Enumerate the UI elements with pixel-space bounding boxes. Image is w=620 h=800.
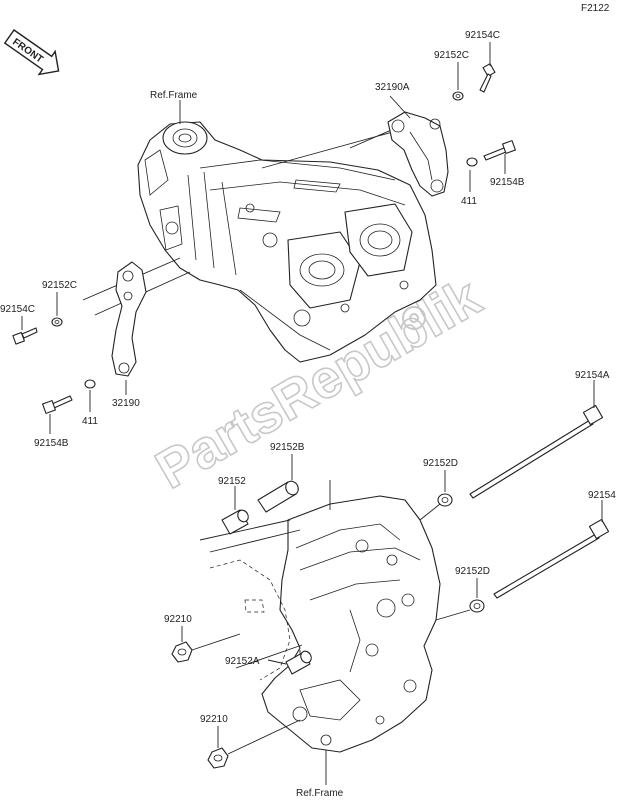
nut-92210-bottom xyxy=(207,747,229,769)
callout-92210-top: 92210 xyxy=(164,614,192,625)
callout-32190: 32190 xyxy=(112,398,140,409)
callout-ref-frame-bottom: Ref.Frame xyxy=(296,788,344,799)
callout-ref-frame-top: Ref.Frame xyxy=(150,90,198,101)
callout-92152A: 92152A xyxy=(225,656,260,667)
diagram-code: F2122 xyxy=(581,3,610,14)
callout-411-left: 411 xyxy=(82,416,98,427)
bolt-92154B-left xyxy=(42,395,73,414)
callout-32190A: 32190A xyxy=(375,82,410,93)
long-bolt-92154A xyxy=(469,404,604,499)
spacer-92152D-top xyxy=(437,493,453,507)
bolt-92154B-right xyxy=(483,140,516,161)
nut-92210-top xyxy=(171,641,193,663)
main-frame xyxy=(137,121,437,363)
collar-92152 xyxy=(221,509,249,535)
bolt-92154C-top xyxy=(479,63,496,93)
collar-92152A xyxy=(285,650,312,675)
collar-92152B xyxy=(257,480,299,513)
callout-92152B: 92152B xyxy=(270,442,305,453)
front-arrow-icon: FRONT xyxy=(3,29,60,76)
washer-92152C-top xyxy=(452,91,464,101)
assembly-line-left-lower xyxy=(235,644,303,669)
callout-92154: 92154 xyxy=(588,490,616,501)
callout-92210-bottom: 92210 xyxy=(200,714,228,725)
callout-92154A: 92154A xyxy=(575,370,610,381)
spacer-92152D-bottom xyxy=(469,599,485,613)
engine-mount-bracket-32190 xyxy=(111,261,147,377)
callout-92152C-left: 92152C xyxy=(42,280,77,291)
callout-92152: 92152 xyxy=(218,476,246,487)
engine-mount-bracket-32190A xyxy=(387,111,449,197)
washer-411-left xyxy=(84,379,96,389)
assembly-line-92152D-top xyxy=(419,503,441,521)
assembly-line-92210-bottom xyxy=(227,719,301,755)
callout-411-right: 411 xyxy=(461,196,477,207)
washer-411-right xyxy=(466,157,478,167)
assembly-line-upper-left-2 xyxy=(209,529,301,553)
callout-92154B-left: 92154B xyxy=(34,438,69,449)
callout-92154B-right: 92154B xyxy=(490,177,525,188)
washer-92152C-left xyxy=(51,317,63,327)
assembly-line-92152D-bottom xyxy=(435,609,471,621)
assembly-line-92210-top xyxy=(191,633,241,651)
leader-32190A xyxy=(389,95,411,119)
leader-92152A xyxy=(267,659,287,665)
callout-92154C-left: 92154C xyxy=(0,304,35,315)
callout-92154C-top: 92154C xyxy=(465,30,500,41)
long-bolt-92154 xyxy=(493,518,610,599)
gear-icon xyxy=(402,306,426,330)
callout-92152D-bottom: 92152D xyxy=(455,566,490,577)
assembly-line-upper-left xyxy=(199,519,291,541)
engine-crankcase xyxy=(209,495,441,753)
bolt-92154C-left xyxy=(12,327,38,345)
callout-92152C-top: 92152C xyxy=(434,50,469,61)
callout-92152D-top: 92152D xyxy=(423,458,458,469)
